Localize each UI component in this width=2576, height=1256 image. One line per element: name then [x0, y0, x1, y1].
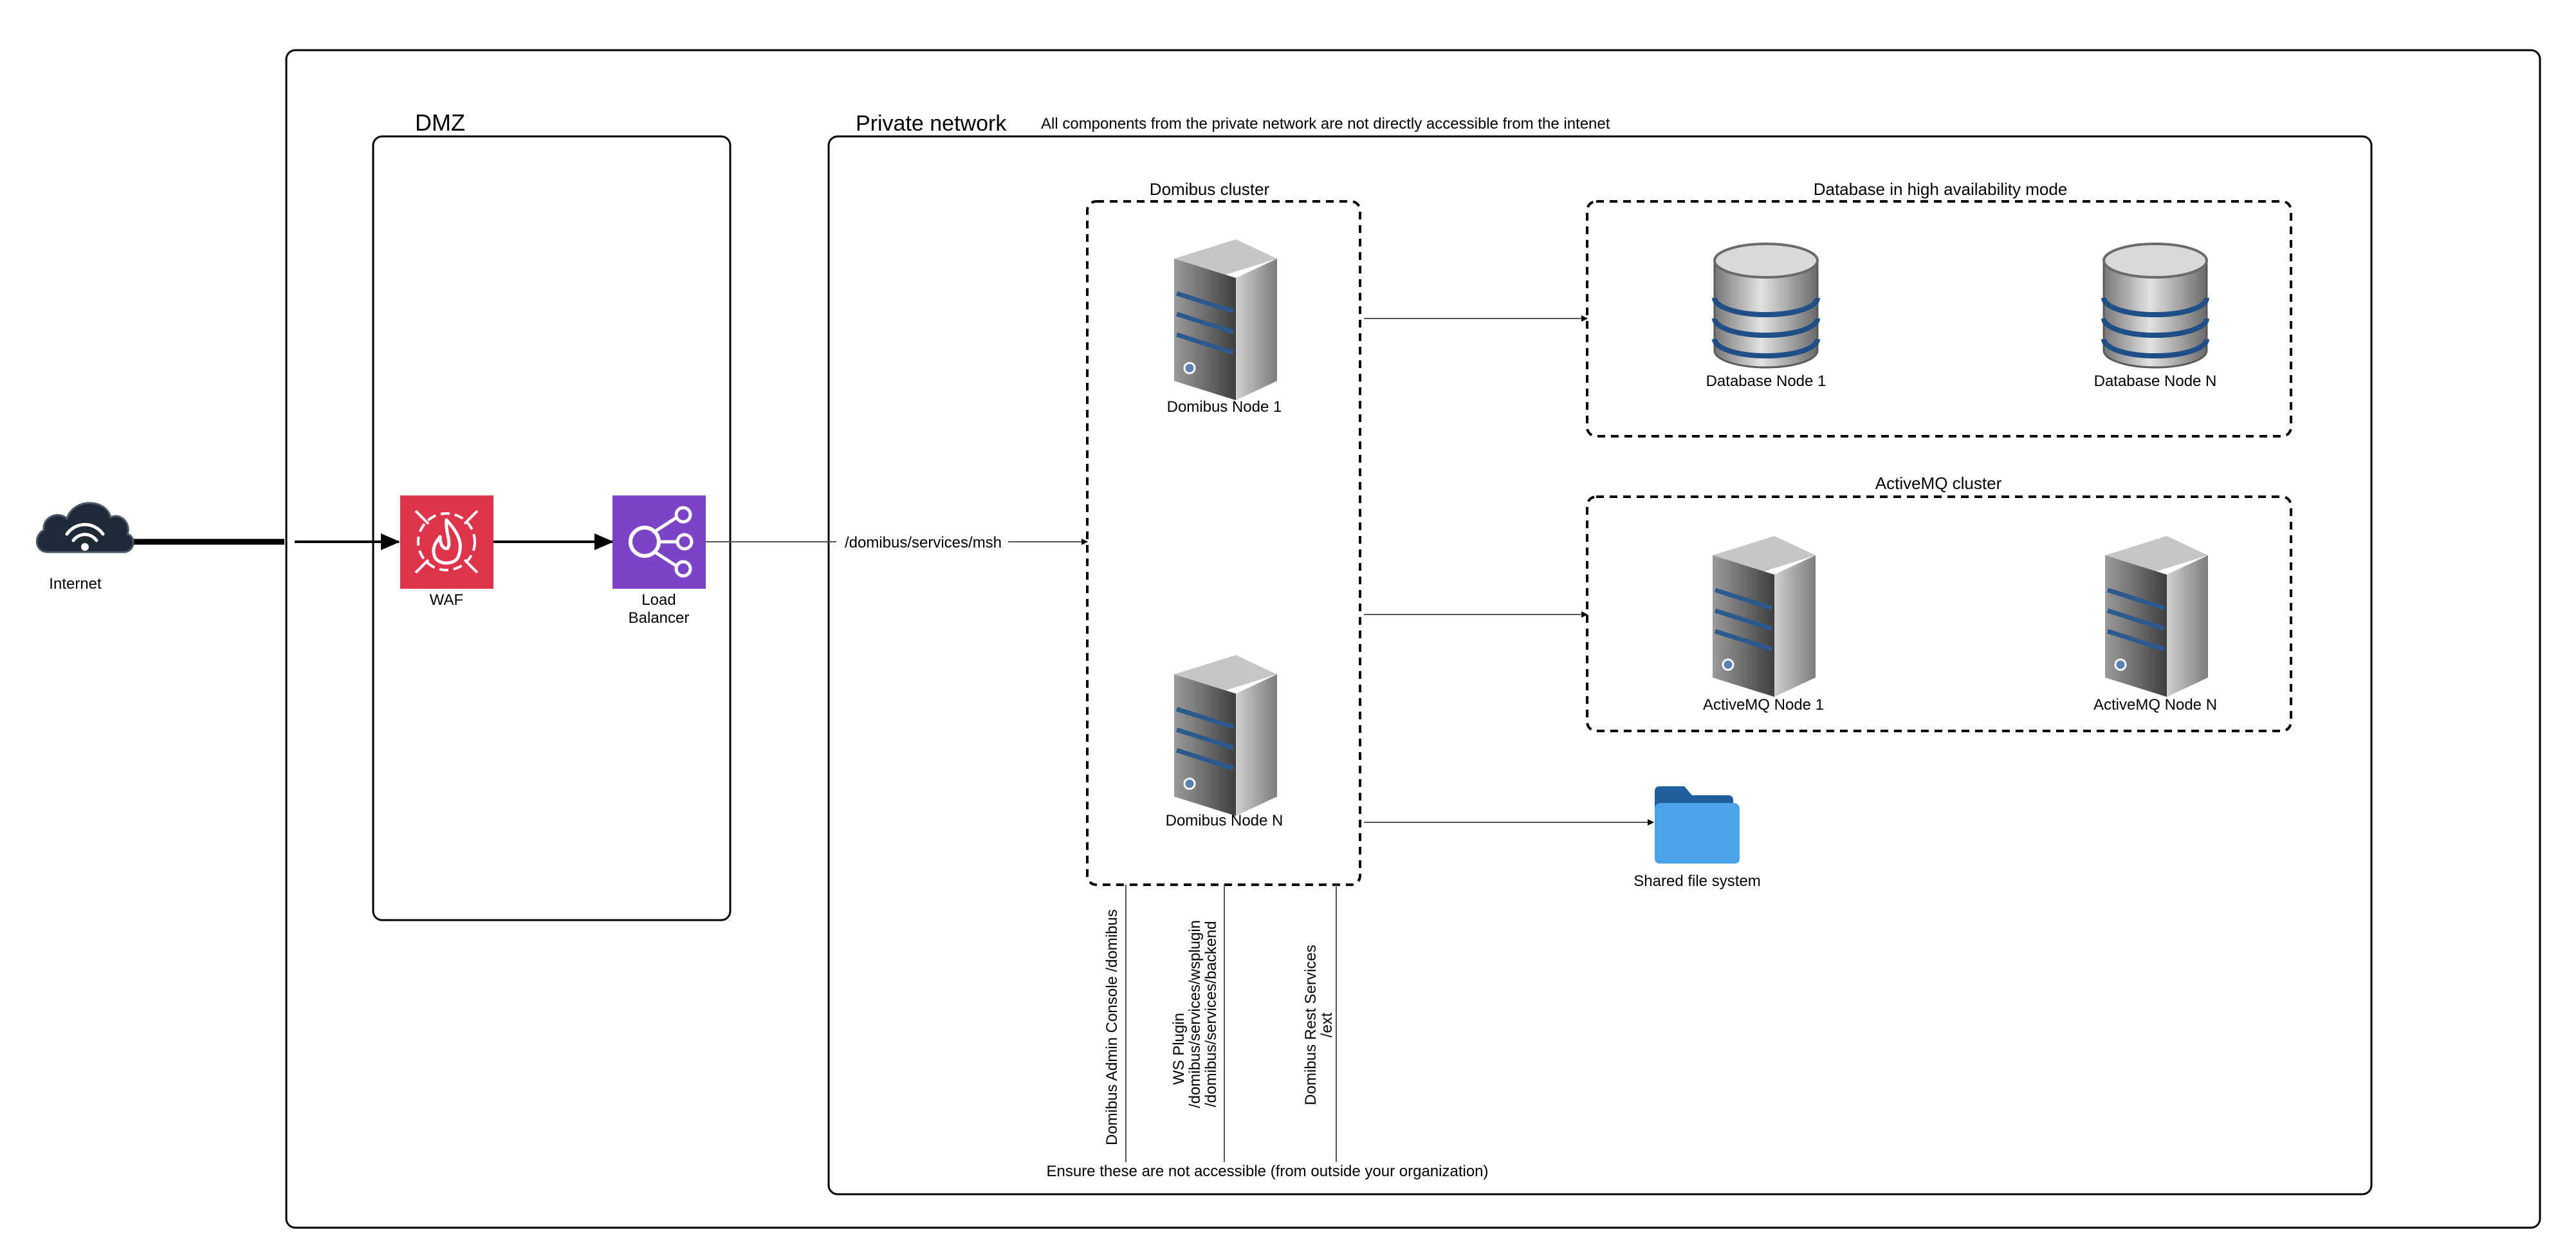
private-network-title: Private network — [856, 111, 1007, 136]
database-node-n-label: Database Node N — [2094, 373, 2217, 390]
activemq-cluster-boundary — [1586, 495, 2292, 732]
load-balancer-label-2: Balancer — [629, 609, 690, 627]
activemq-node-n-label: ActiveMQ Node N — [2093, 696, 2217, 714]
folder-icon — [1655, 786, 1740, 864]
server-icon — [1713, 536, 1816, 697]
ws-plugin-label-3: /domibus/services/backend — [1202, 921, 1220, 1107]
msh-path-label: /domibus/services/msh — [845, 534, 1002, 551]
activemq-cluster-title: ActiveMQ cluster — [1875, 474, 2002, 493]
internet-label: Internet — [49, 575, 102, 593]
ws-plugin-label-2: /domibus/services/wsplugin — [1186, 920, 1204, 1108]
shared-fs-label: Shared file system — [1633, 873, 1760, 890]
waf-label: WAF — [430, 591, 463, 609]
server-icon — [1174, 655, 1277, 816]
server-icon — [2105, 536, 2208, 697]
admin-console-label: Domibus Admin Console /domibus — [1103, 909, 1121, 1145]
firewall-icon — [400, 495, 493, 589]
database-icon — [1715, 244, 1817, 367]
private-network-note: All components from the private network … — [1041, 115, 1610, 133]
cloud-wifi-icon — [36, 502, 134, 553]
database-group-boundary — [1586, 200, 2292, 438]
rest-services-label-1: Domibus Rest Services — [1302, 945, 1320, 1105]
domibus-node-n-label: Domibus Node N — [1166, 812, 1283, 829]
private-network-boundary — [827, 135, 2373, 1196]
outer-boundary — [285, 49, 2541, 1229]
domibus-cluster-boundary — [1086, 200, 1361, 886]
load-balancer-icon — [612, 495, 706, 589]
rest-services-label-2: /ext — [1318, 1012, 1336, 1037]
not-accessible-note: Ensure these are not accessible (from ou… — [1046, 1163, 1488, 1180]
domibus-node-1-label: Domibus Node 1 — [1167, 398, 1282, 416]
dmz-boundary — [372, 135, 731, 921]
dmz-title: DMZ — [415, 109, 465, 136]
database-group-title: Database in high availability mode — [1814, 180, 2068, 199]
database-node-1-label: Database Node 1 — [1706, 373, 1826, 390]
server-icon — [1174, 239, 1277, 400]
activemq-node-1-label: ActiveMQ Node 1 — [1703, 696, 1824, 714]
ws-plugin-label-1: WS Plugin — [1170, 1013, 1188, 1085]
database-icon — [2104, 244, 2207, 367]
domibus-cluster-title: Domibus cluster — [1150, 180, 1270, 199]
load-balancer-label-1: Load — [641, 591, 676, 609]
